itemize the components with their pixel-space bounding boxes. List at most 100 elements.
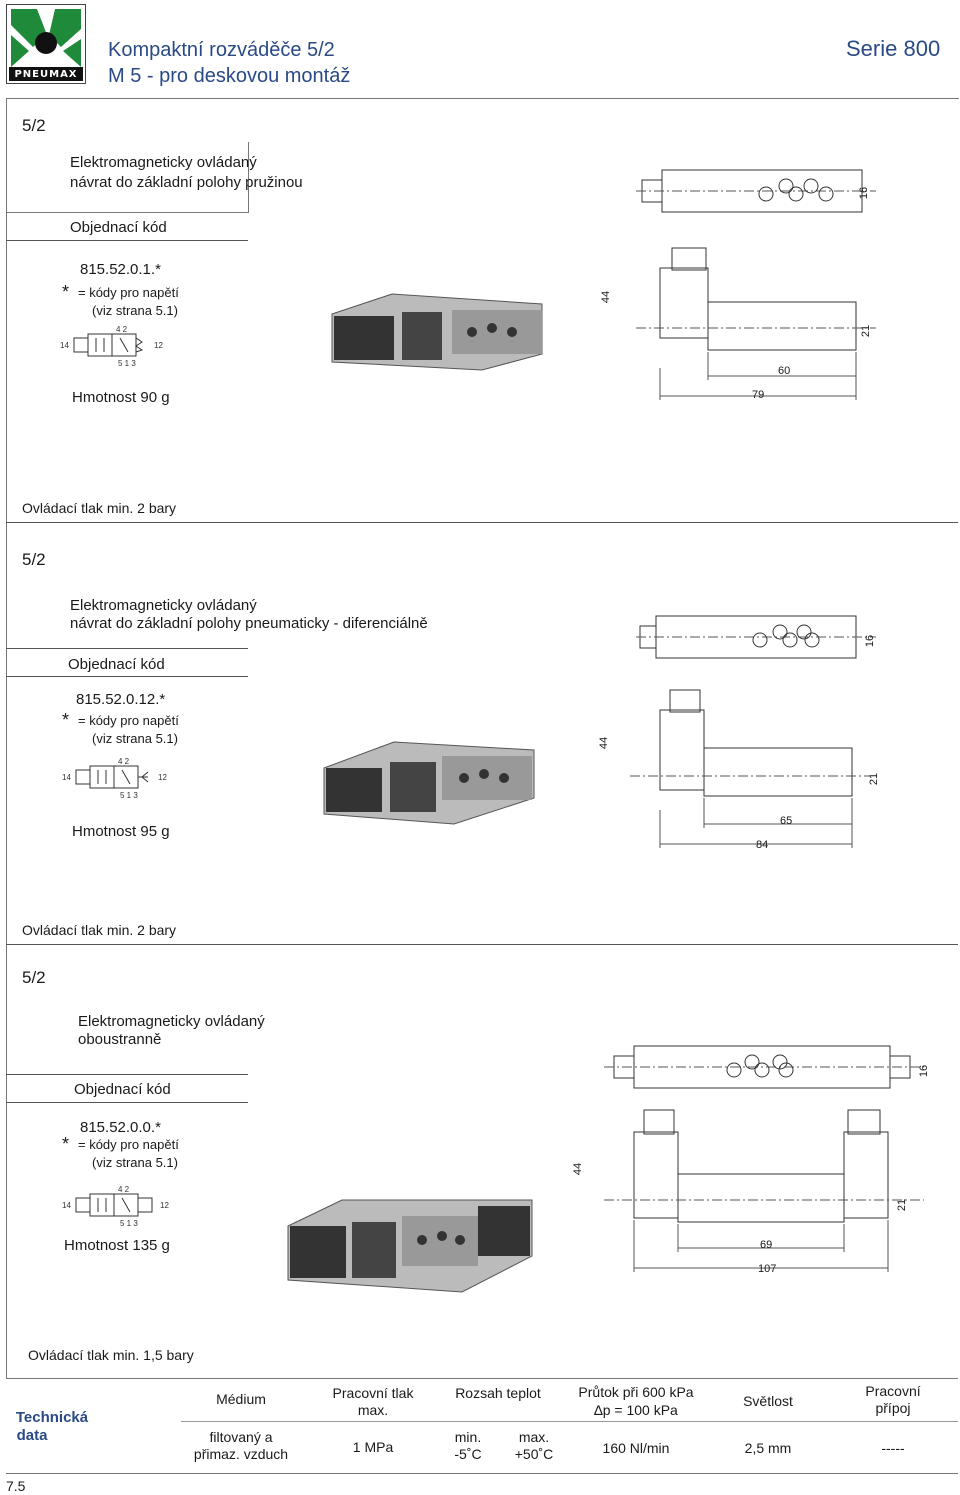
col-medium-value-1: filtovaný a [209, 1429, 273, 1445]
pilot-pressure: Ovládací tlak min. 2 bary [22, 922, 177, 938]
dimension-inner: 65 [780, 815, 793, 827]
col-temp-max-value: +50˚C [514, 1446, 554, 1462]
order-code: 815.52.0.0.* [80, 1119, 161, 1136]
side-view-drawing [636, 247, 876, 400]
symbol-port-right: 12 [160, 1201, 169, 1210]
col-pressure-header-1: Pracovní tlak [332, 1385, 414, 1401]
col-flow-header-1: Průtok při 600 kPa [578, 1384, 694, 1400]
order-code: 815.52.0.12.* [76, 691, 166, 708]
dimension-width-top: 16 [858, 186, 871, 200]
valve-photo [287, 1199, 533, 1293]
voltage-note-line2: (viz strana 5.1) [92, 731, 178, 746]
order-code-rule [6, 676, 248, 677]
dimension-total: 107 [758, 1263, 777, 1275]
pneumatic-symbol: 14 12 4 2 5 1 3 [62, 757, 167, 800]
dimension-width-top: 16 [864, 634, 877, 648]
col-bore-header: Světlost [743, 1393, 793, 1409]
content-frame [6, 98, 959, 1379]
pneumatic-symbol: 14 12 4 2 5 1 3 [60, 325, 163, 368]
section-divider [6, 944, 958, 945]
pilot-pressure: Ovládací tlak min. 1,5 bary [28, 1347, 194, 1363]
top-view-drawing [636, 169, 876, 213]
dimension-inner: 60 [778, 365, 791, 377]
order-code-rule [6, 1102, 248, 1103]
dimension-body-height: 21 [868, 772, 881, 786]
symbol-port-bottom: 5 1 3 [120, 1219, 138, 1228]
valve-photo [323, 741, 535, 825]
order-code: 815.52.0.1.* [80, 261, 161, 278]
asterisk-icon: * [62, 710, 70, 730]
logo-text: PNEUMAX [14, 69, 78, 80]
dimension-width-top: 16 [918, 1064, 931, 1078]
symbol-port-top: 4 2 [118, 1185, 130, 1194]
col-flow-value: 160 Nl/min [602, 1440, 670, 1456]
col-temp-max-label: max. [518, 1429, 550, 1445]
col-medium-value-2: přimaz. vzduch [193, 1446, 289, 1462]
side-view-drawing [630, 689, 870, 848]
section-description-line2: návrat do základní polohy pneumaticky - … [70, 615, 428, 632]
section-description-line1: Elektromagneticky ovládaný [78, 1013, 265, 1030]
symbol-port-top: 4 2 [116, 325, 128, 334]
order-code-label: Objednací kód [74, 1081, 171, 1098]
col-port-header-1: Pracovní [865, 1383, 921, 1399]
section-description-box [6, 142, 249, 213]
col-bore-value: 2,5 mm [744, 1440, 792, 1456]
logo: PNEUMAX [6, 4, 86, 84]
series-label: Serie 800 [846, 36, 941, 61]
weight-label: Hmotnost 135 g [64, 1237, 170, 1254]
section-description-line2: návrat do základní polohy pružinou [70, 174, 303, 191]
symbol-port-left: 14 [62, 773, 71, 782]
symbol-port-top: 4 2 [118, 757, 130, 766]
dimension-height: 44 [598, 736, 611, 750]
asterisk-icon: * [62, 282, 70, 302]
logo-graphic [9, 9, 83, 81]
voltage-note-line1: = kódy pro napětí [78, 1137, 179, 1152]
dimension-height: 44 [600, 290, 613, 304]
description-rule [6, 1074, 248, 1075]
description-rule [6, 648, 248, 649]
voltage-note-line1: = kódy pro napětí [78, 713, 179, 728]
weight-label: Hmotnost 90 g [72, 389, 170, 406]
page-number: 7.5 [6, 1478, 26, 1494]
table-header-rule [181, 1421, 958, 1422]
dimension-total: 79 [752, 389, 765, 401]
top-view-drawing [636, 615, 876, 659]
symbol-port-right: 12 [158, 773, 167, 782]
dimension-height: 44 [572, 1162, 585, 1176]
dimension-total: 84 [756, 839, 769, 851]
dimension-inner: 69 [760, 1239, 773, 1251]
page-title-line1: Kompaktní rozváděče 5/2 [108, 39, 335, 61]
voltage-note-line2: (viz strana 5.1) [92, 303, 178, 318]
page-title-line2: M 5 - pro deskovou montáž [108, 65, 351, 87]
table-side-label-2: data [16, 1427, 48, 1444]
dimension-body-height: 21 [860, 324, 873, 338]
order-code-label: Objednací kód [68, 656, 165, 673]
section-type: 5/2 [22, 550, 46, 569]
section-description-line1: Elektromagneticky ovládaný [70, 154, 257, 171]
order-code-label: Objednací kód [70, 219, 167, 236]
valve-photo [331, 293, 543, 371]
weight-label: Hmotnost 95 g [72, 823, 170, 840]
section-type: 5/2 [22, 968, 46, 987]
pilot-pressure: Ovládací tlak min. 2 bary [22, 500, 177, 516]
order-code-rule [6, 240, 248, 241]
col-temp-header: Rozsah teplot [455, 1385, 541, 1401]
side-view-drawing [604, 1109, 924, 1272]
pneumatic-symbol: 14 12 4 2 5 1 3 [62, 1185, 169, 1228]
col-flow-header-2: ∆p = 100 kPa [594, 1402, 678, 1418]
section-description-line2: oboustranně [78, 1031, 162, 1048]
col-port-header-2: přípoj [875, 1400, 911, 1416]
col-temp-min-value: -5˚C [454, 1446, 482, 1462]
asterisk-icon: * [62, 1134, 70, 1154]
col-temp-min-label: min. [454, 1429, 482, 1445]
col-pressure-value: 1 MPa [352, 1439, 394, 1455]
symbol-port-bottom: 5 1 3 [118, 359, 136, 368]
voltage-note-line1: = kódy pro napětí [78, 285, 179, 300]
table-side-label-1: Technická [15, 1409, 89, 1426]
col-port-value: ----- [881, 1440, 905, 1456]
section-description-line1: Elektromagneticky ovládaný [70, 597, 257, 614]
col-pressure-header-2: max. [357, 1402, 389, 1418]
symbol-port-right: 12 [154, 341, 163, 350]
section-type: 5/2 [22, 116, 46, 135]
section-divider [6, 522, 958, 523]
